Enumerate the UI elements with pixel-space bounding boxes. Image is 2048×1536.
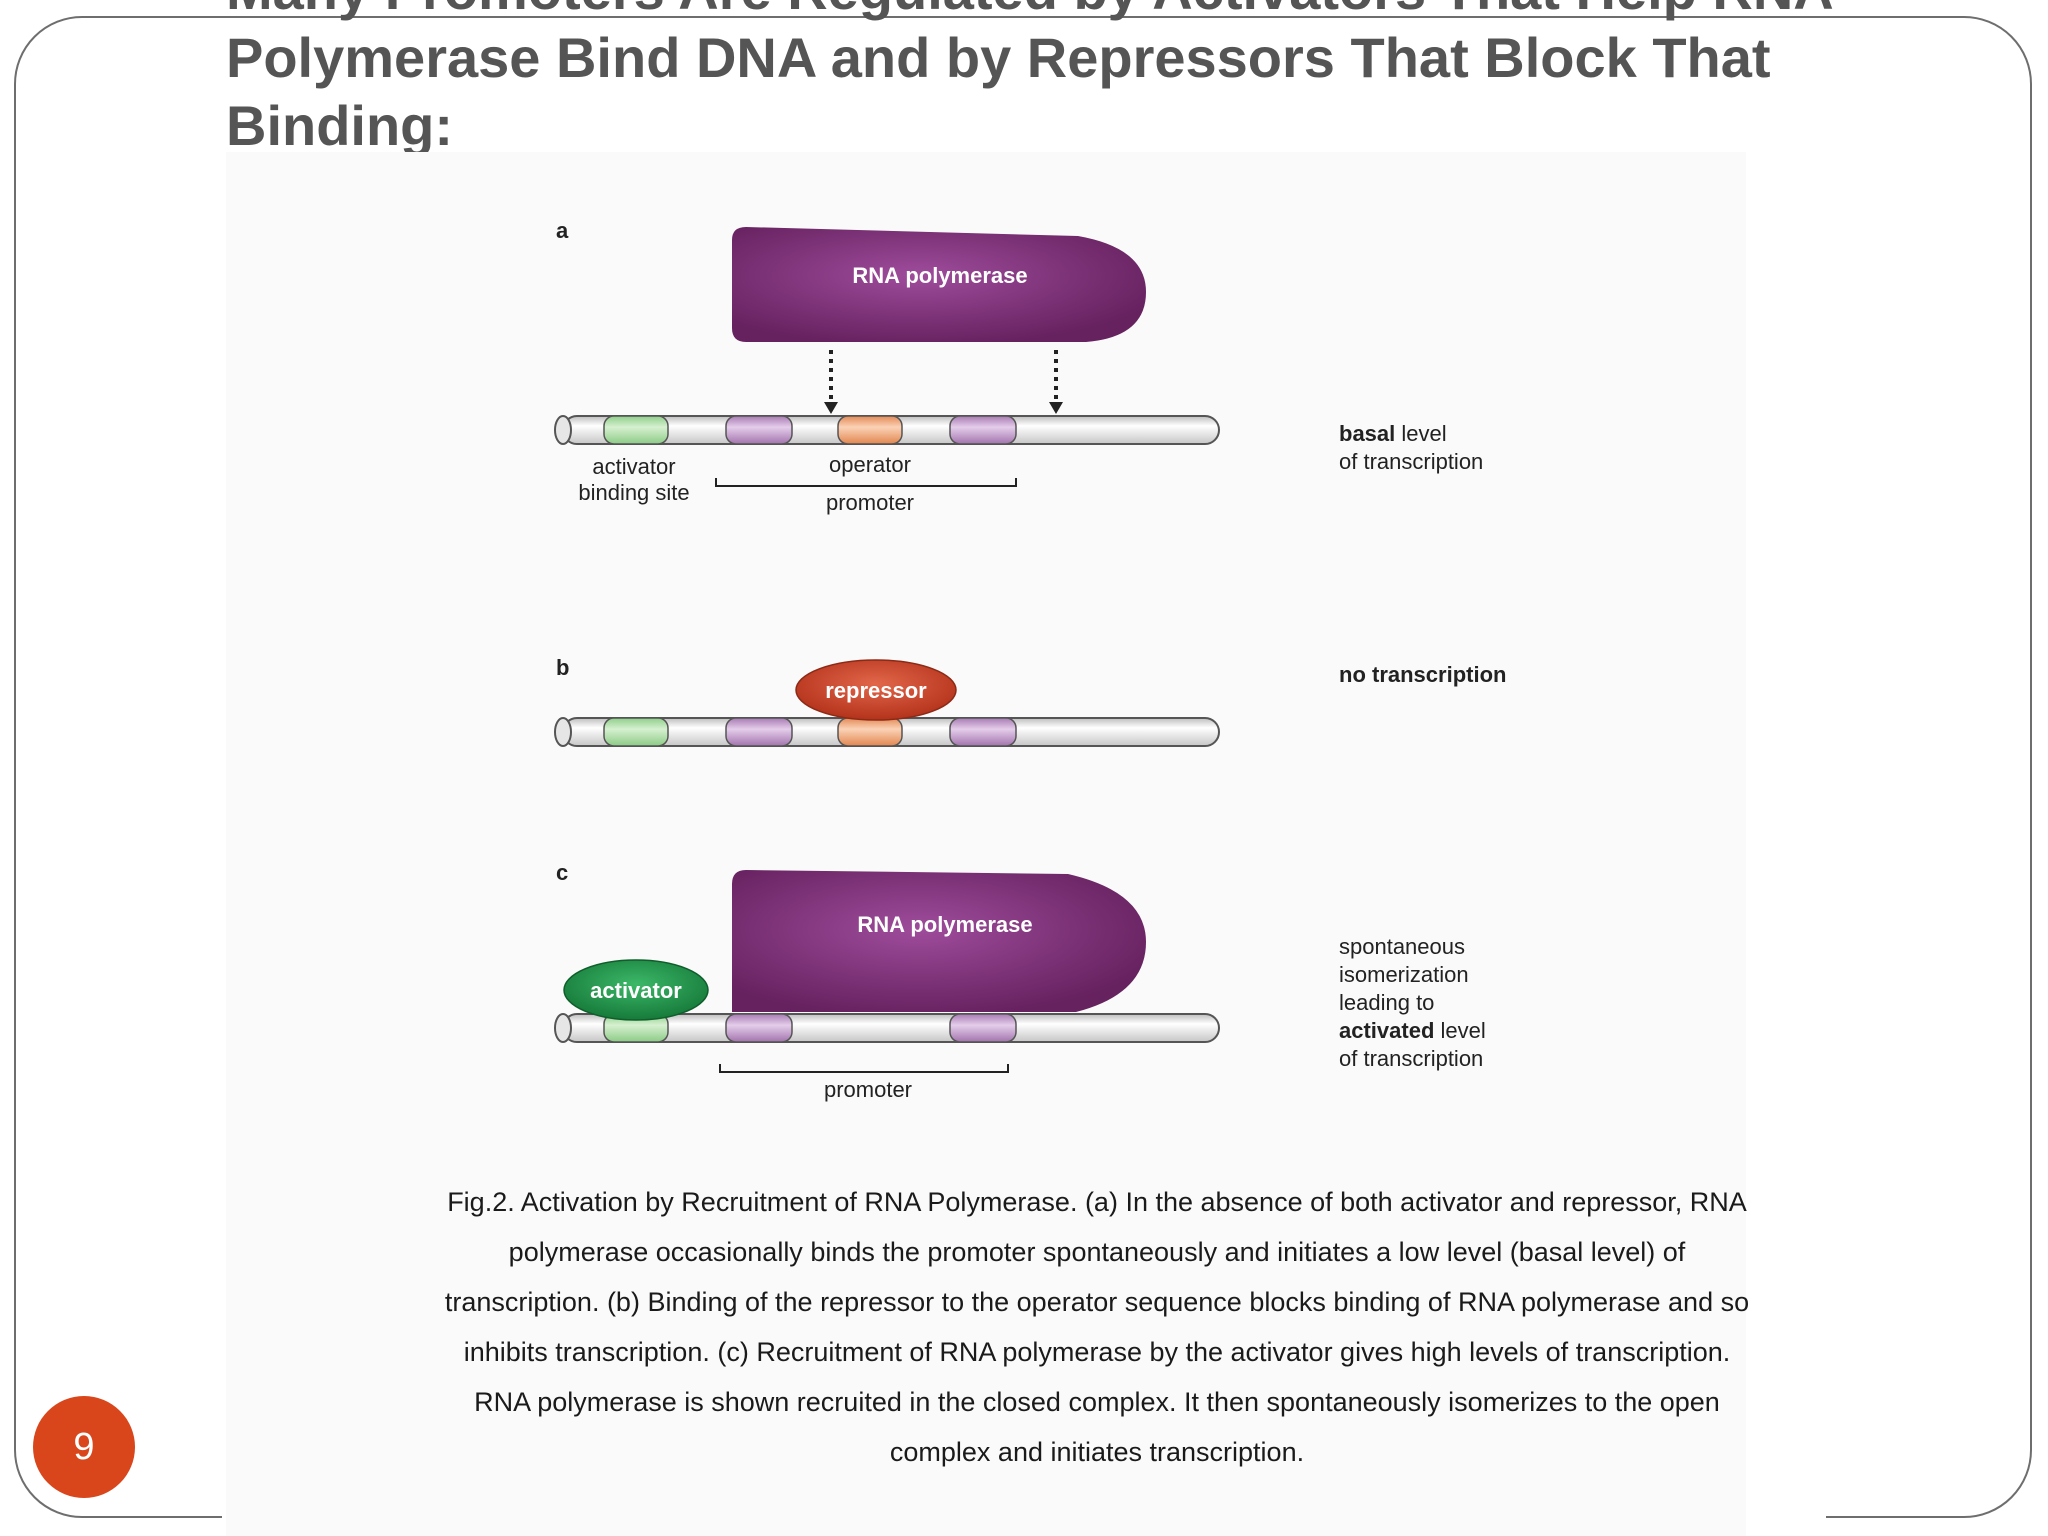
- panel-b: b repressor no transcription: [554, 655, 1506, 747]
- slide-title: Many Promoters Are Regulated by Activato…: [226, 0, 1832, 157]
- repressor: [795, 659, 957, 721]
- panel-c: c RNA polymerase activator promoter spon…: [554, 860, 1486, 1102]
- outcome-b: no transcription: [1339, 662, 1506, 687]
- operator-a: [837, 415, 903, 445]
- promoter-element-left-c: [725, 1013, 793, 1043]
- outcome-a-line2: of transcription: [1339, 449, 1483, 474]
- promoter-element-right-b: [949, 717, 1017, 747]
- outcome-c-rest: level: [1434, 1018, 1485, 1043]
- figure-panel: a RNA polymerase activator binding site …: [226, 152, 1749, 1536]
- rna-polymerase-c-label: RNA polymerase: [857, 912, 1032, 937]
- outcome-c-line1: spontaneous: [1339, 934, 1465, 959]
- outcome-a-rest: level: [1395, 421, 1446, 446]
- outcome-c-line5: of transcription: [1339, 1046, 1483, 1071]
- promoter-label-c: promoter: [824, 1077, 912, 1102]
- page-number-badge: 9: [33, 1396, 135, 1498]
- activator-binding-site-a: [603, 415, 669, 445]
- promoter-bracket-c: [719, 1064, 1009, 1073]
- dna-b: [554, 717, 1220, 747]
- regulation-diagram: a RNA polymerase activator binding site …: [554, 218, 1506, 1102]
- outcome-c-bold: activated: [1339, 1018, 1434, 1043]
- operator-b: [837, 717, 903, 747]
- panel-a: a RNA polymerase activator binding site …: [554, 218, 1483, 515]
- outcome-a-line1: basal level: [1339, 421, 1447, 446]
- dna-c: [554, 1013, 1220, 1043]
- dna-b-end: [554, 717, 572, 747]
- dna-a-end: [554, 415, 572, 445]
- panel-a-letter: a: [556, 218, 569, 243]
- rna-polymerase-a-label: RNA polymerase: [852, 263, 1027, 288]
- promoter-element-left-a: [725, 415, 793, 445]
- outcome-a-bold: basal: [1339, 421, 1395, 446]
- promoter-label-a: promoter: [826, 490, 914, 515]
- binding-arrow-left-head: [824, 402, 838, 414]
- outcome-c-line2: isomerization: [1339, 962, 1469, 987]
- outcome-c-line4: activated level: [1339, 1018, 1486, 1043]
- dna-c-end: [554, 1013, 572, 1043]
- promoter-bracket-a: [715, 478, 1017, 487]
- promoter-element-right-a: [949, 415, 1017, 445]
- rna-polymerase-c: [732, 870, 1146, 1012]
- activator-binding-site-b: [603, 717, 669, 747]
- panel-b-letter: b: [556, 655, 569, 680]
- activator-label: activator: [590, 978, 682, 1003]
- binding-arrow-right-head: [1049, 402, 1063, 414]
- promoter-element-left-b: [725, 717, 793, 747]
- outcome-c-line3: leading to: [1339, 990, 1434, 1015]
- dna-a: [554, 415, 1220, 445]
- activator-binding-site-label-line2: binding site: [578, 480, 689, 505]
- promoter-element-right-c: [949, 1013, 1017, 1043]
- repressor-label: repressor: [825, 678, 927, 703]
- figure-caption: Fig.2. Activation by Recruitment of RNA …: [444, 1187, 1750, 1467]
- activator-binding-site-label-line1: activator: [592, 454, 675, 479]
- panel-c-letter: c: [556, 860, 568, 885]
- activator: [563, 959, 709, 1021]
- rna-polymerase-a: [732, 227, 1146, 342]
- operator-label: operator: [829, 452, 911, 477]
